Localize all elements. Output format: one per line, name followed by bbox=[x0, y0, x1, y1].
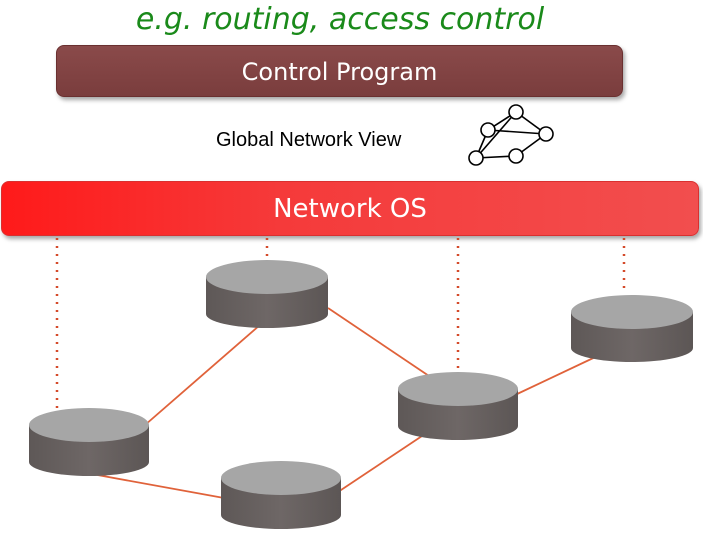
caption-example-apps: e.g. routing, access control bbox=[135, 2, 545, 37]
data-link bbox=[327, 307, 433, 379]
network-graph-icon bbox=[468, 104, 554, 166]
network-os-box: Network OS bbox=[1, 181, 699, 236]
graph-node bbox=[480, 122, 496, 138]
switch-cylinder-icon bbox=[571, 295, 693, 362]
global-network-view-label: Global Network View bbox=[216, 129, 402, 151]
graph-node bbox=[508, 148, 524, 164]
switch-cylinder-icon bbox=[398, 372, 518, 440]
switch-cylinder-icon bbox=[29, 408, 149, 476]
control-program-label: Control Program bbox=[241, 58, 438, 86]
graph-node bbox=[538, 126, 554, 142]
graph-node bbox=[468, 150, 484, 166]
network-os-label: Network OS bbox=[273, 194, 427, 224]
control-program-box: Control Program bbox=[56, 45, 623, 97]
data-link bbox=[91, 473, 225, 499]
switch-cylinder-icon bbox=[206, 260, 328, 328]
graph-node bbox=[508, 104, 524, 120]
data-link bbox=[144, 317, 269, 426]
data-link bbox=[337, 431, 429, 493]
data-link bbox=[514, 351, 607, 396]
switch-cylinder-icon bbox=[221, 461, 341, 529]
